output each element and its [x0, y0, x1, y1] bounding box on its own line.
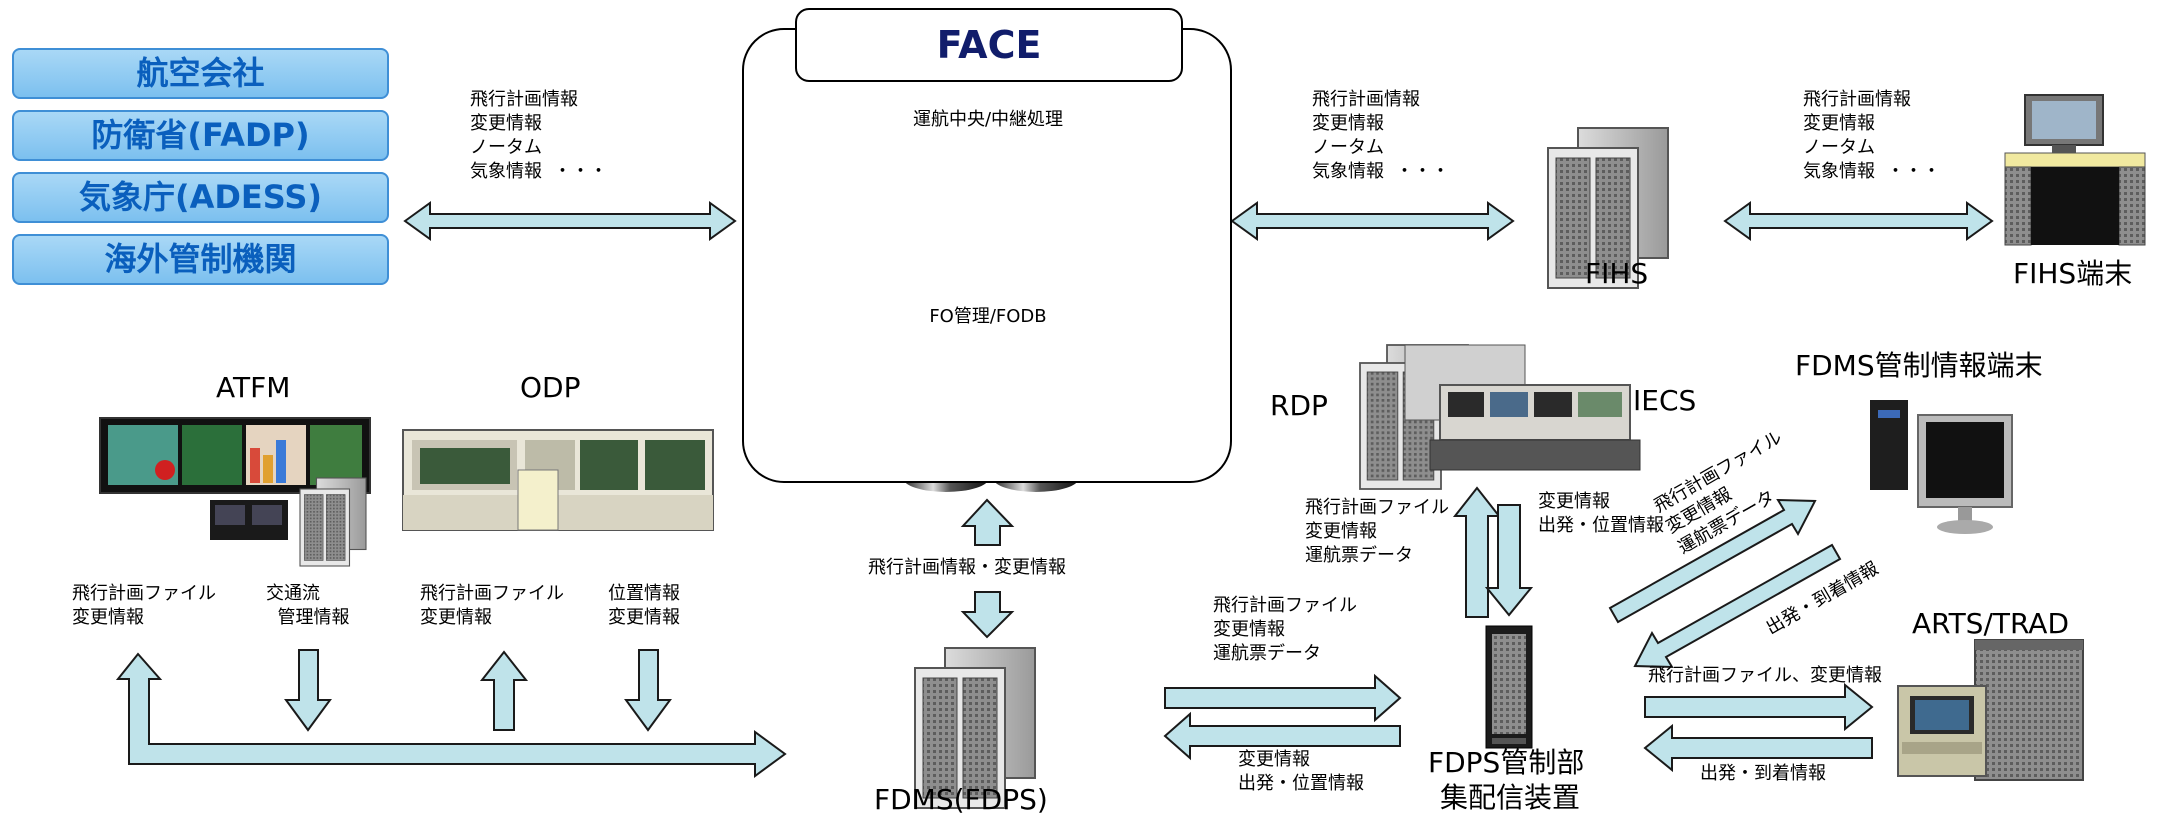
agency-defense: 防衛省(FADP) [12, 110, 389, 161]
node-fdms-terminal: FDMS管制情報端末 [1795, 349, 2043, 382]
arrow-arts-to-fdps [1643, 723, 1873, 773]
atfm-illustration [99, 417, 371, 567]
label-from-arts: 出発・到着情報 [1700, 763, 1826, 784]
arrow-face-fihs [1230, 201, 1515, 241]
node-fdps-line2: 集配信装置 [1440, 781, 1581, 814]
arrow-odp-up [479, 650, 529, 731]
label-position: 位置情報 変更情報 [608, 583, 680, 628]
label-fdms-to-fdps: 飛行計画ファイル 変更情報 運航票データ [1213, 595, 1357, 664]
face-title: FACE [795, 8, 1183, 82]
fdms-terminal-icon [1870, 400, 2013, 534]
arrow-position-down [624, 649, 672, 732]
node-rdp: RDP [1270, 389, 1328, 422]
arrow-traffic-down [284, 649, 332, 732]
label-fdps-to-fdms: 変更情報 出発・位置情報 [1238, 749, 1364, 794]
face-system-box [742, 28, 1232, 483]
arrow-terminal-to-fdps [1633, 543, 1842, 669]
agency-airline: 航空会社 [12, 48, 389, 99]
face-db-label: FO管理/FODB [929, 306, 1047, 327]
label-atfm-fp: 飛行計画ファイル 変更情報 [72, 583, 216, 628]
rdp-iecs-illustration [1359, 344, 1641, 490]
fihs-terminal-icon [2004, 94, 2146, 246]
agency-foreign-atc: 海外管制機関 [12, 234, 389, 285]
fdps-tower-icon [1485, 625, 1533, 749]
node-fdps-line1: FDPS管制部 [1428, 746, 1585, 779]
arrow-fdps-to-fdms [1163, 711, 1401, 761]
arrow-fdps-to-arts [1644, 682, 1874, 732]
arrow-rdp-to-fdps [1484, 504, 1534, 617]
node-odp: ODP [520, 371, 581, 404]
arrow-fdps-to-terminal [1608, 498, 1817, 624]
arrow-agencies-face [403, 201, 737, 241]
arrow-face-fdms-up [960, 498, 1015, 546]
node-fihs: FIHS [1585, 257, 1649, 290]
odp-console-illustration [402, 429, 714, 531]
arrow-fdps-to-rdp [1452, 486, 1502, 618]
arrow-face-fdms-down [960, 591, 1015, 639]
label-fihs-info: 飛行計画情報 変更情報 ノータム 気象情報 ・・・ [1312, 89, 1450, 182]
label-to-rdp: 飛行計画ファイル 変更情報 運航票データ [1305, 497, 1449, 566]
node-atfm: ATFM [216, 371, 291, 404]
arrow-fihs-terminal [1723, 201, 1994, 241]
node-fdms: FDMS(FDPS) [874, 783, 1048, 816]
node-arts-trad: ARTS/TRAD [1912, 607, 2070, 640]
arrow-atfm-odp-bus [115, 652, 787, 778]
node-iecs: IECS [1633, 384, 1697, 417]
agency-meteorology: 気象庁(ADESS) [12, 172, 389, 223]
label-agency-info: 飛行計画情報 変更情報 ノータム 気象情報 ・・・ [470, 89, 608, 182]
node-fihs-terminal: FIHS端末 [2013, 257, 2133, 290]
label-odp-fp: 飛行計画ファイル 変更情報 [420, 583, 564, 628]
label-from-rdp: 変更情報 出発・位置情報 [1538, 491, 1664, 536]
arts-trad-illustration [1897, 639, 2084, 781]
label-to-arts: 飛行計画ファイル、変更情報 [1648, 665, 1882, 686]
face-center-label: 運航中央/中継処理 [912, 109, 1064, 130]
label-traffic-flow: 交通流 管理情報 [266, 583, 350, 628]
label-terminal-info: 飛行計画情報 変更情報 ノータム 気象情報 ・・・ [1803, 89, 1941, 182]
label-face-fdms: 飛行計画情報・変更情報 [868, 557, 1066, 578]
arrow-fdms-to-fdps [1164, 673, 1402, 723]
